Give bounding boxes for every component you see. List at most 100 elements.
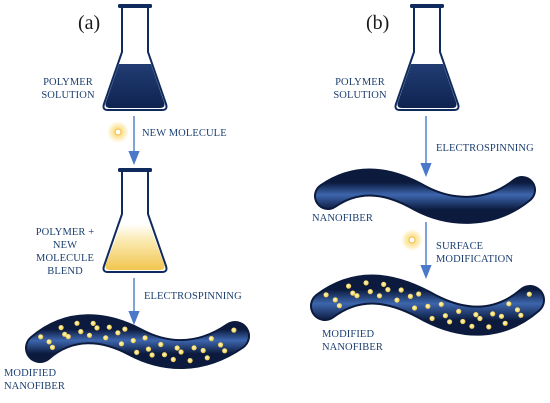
particle-dot [473,312,479,318]
electrospinning-label-a: ELECTROSPINNING [144,291,242,302]
particle-dot [200,347,206,354]
particle-dot [394,297,400,303]
label-line: NANOFIBER [322,342,383,353]
label-line: MODIFICATION [436,254,514,265]
particle-dot [218,342,224,348]
particle-dot [363,280,369,286]
particle-dot [178,349,184,355]
molecule-glow-icon [401,229,423,251]
particle-dot [38,334,44,340]
particle-dot [187,358,193,364]
label-line: MODIFIED [322,329,375,340]
particle-dot [78,329,84,335]
particle-dot [412,305,418,311]
polymer-solution-label-a: POLYMER SOLUTION [32,76,104,102]
particle-dot [469,323,475,329]
particle-dot [490,311,496,317]
flask-a-polymer-solution-icon [102,4,168,111]
particle-dot [332,297,338,303]
particle-dot [447,319,453,325]
particle-dot [94,325,100,331]
modified-nanofiber-a-icon [25,314,250,370]
particle-dot [367,289,373,295]
particle-dot [498,313,505,319]
particle-dot [486,324,492,330]
particle-dot [438,301,444,307]
particle-dot [456,308,462,314]
particle-dot [502,320,508,326]
particle-dot [103,335,109,341]
particle-dot [425,303,431,309]
particle-dot [170,356,176,363]
particle-dot [161,352,168,358]
particle-dot [204,355,210,361]
particle-dot [407,293,413,299]
flask-b-polymer-solution-icon [394,4,460,111]
particle-dot [442,313,448,319]
particle-dot [86,332,93,338]
particle-dot [145,346,152,352]
flask-a-blend-icon [102,168,168,273]
particle-dot [191,345,197,351]
particle-dot [222,348,228,354]
particle-dot [115,330,121,336]
blend-label: POLYMER + NEW MOLECULE BLEND [30,226,100,278]
label-line: MOLECULE [36,253,94,264]
particle-dot [65,334,71,340]
particle-dot [142,335,148,341]
particle-dot [514,307,521,313]
label-line: SOLUTION [41,90,95,101]
label-line: POLYMER + [35,227,95,238]
particle-dot [158,341,164,348]
particle-dot [49,344,56,350]
label-line: POLYMER [43,77,93,88]
particle-dot [118,341,125,347]
particle-dot [106,324,112,330]
particle-dot [416,291,422,297]
particle-dot [526,291,532,297]
label-line: NANOFIBER [4,381,65,392]
modified-nanofiber-b-icon [310,274,545,336]
particle-dot [134,349,140,355]
particle-dot [336,303,342,309]
particle-dot [385,287,391,293]
particle-dot [174,345,180,351]
surface-modification-label: SURFACE MODIFICATION [436,240,513,266]
nanofiber-b-icon [314,168,536,224]
particle-dot [46,339,52,345]
particle-dot [346,283,352,289]
particle-dot [130,338,136,344]
particle-dot [90,320,96,326]
particle-dot [122,326,128,332]
particle-dot [350,290,356,296]
particle-dot [429,315,435,322]
particle-dot [208,336,214,342]
label-line: MODIFIED [4,368,57,379]
electrospinning-label-b: ELECTROSPINNING [436,143,534,154]
new-molecule-label: NEW MOLECULE [142,128,227,139]
particle-dot [74,320,80,326]
nanofiber-label: NANOFIBER [312,213,373,224]
label-line: SURFACE [436,241,484,252]
particle-dot [460,318,466,325]
label-line: NEW [52,240,78,251]
particle-dot [231,327,237,333]
particle-dot [376,293,383,299]
modified-nanofiber-label-a: MODIFIED NANOFIBER [4,367,65,393]
particle-dot [518,312,524,318]
molecule-glow-icon [107,121,129,143]
particle-dot [477,315,483,322]
label-line: POLYMER [335,77,385,88]
particle-dot [58,325,64,331]
label-line: SOLUTION [333,90,387,101]
particle-dot [398,287,404,293]
particle-dot [354,293,360,299]
particle-dot [323,292,329,298]
label-line: BLEND [47,266,83,277]
particle-dot [381,281,387,287]
panel-b-label: (b) [366,12,390,34]
polymer-solution-label-b: POLYMER SOLUTION [324,76,396,102]
particle-dot [149,352,155,358]
